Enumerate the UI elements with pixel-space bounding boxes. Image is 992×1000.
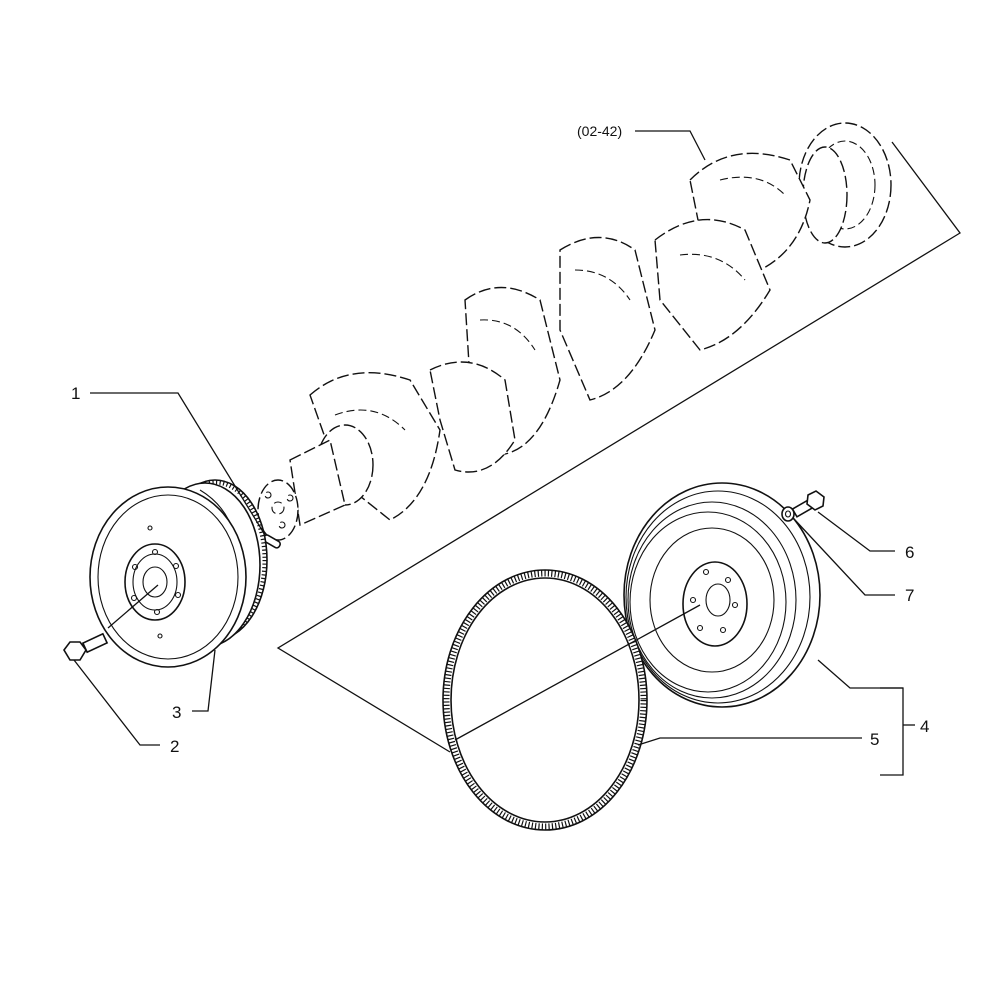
crankshaft — [257, 122, 892, 541]
reference-label: (02-42) — [577, 123, 622, 139]
leader-3 — [192, 649, 216, 712]
leader-7 — [794, 519, 895, 596]
flywheel — [623, 482, 821, 708]
crank-web-3 — [559, 236, 656, 401]
callout-4: 4 — [920, 717, 929, 736]
assembly-outline — [276, 141, 961, 753]
leader-lines — [73, 392, 915, 776]
leader-6 — [817, 511, 895, 552]
leader-2 — [73, 659, 160, 746]
callout-7: 7 — [905, 586, 914, 605]
crank-web-2 — [654, 218, 771, 351]
ring-gear — [442, 569, 648, 831]
vibration-damper-pulley — [89, 479, 268, 668]
leader-1 — [90, 392, 266, 536]
axis-lines — [107, 584, 701, 741]
callout-5: 5 — [870, 730, 879, 749]
crank-snout — [257, 424, 374, 541]
callout-6: 6 — [905, 543, 914, 562]
callout-2: 2 — [170, 737, 179, 756]
callout-1: 1 — [71, 384, 80, 403]
crank-web-5 — [429, 361, 516, 473]
flywheel-bolt — [791, 490, 825, 518]
crank-web-6 — [309, 372, 441, 521]
leader-flywheel — [817, 659, 903, 689]
callout-3: 3 — [172, 703, 181, 722]
leader-5 — [637, 737, 862, 746]
callout-labels: 1 2 3 4 5 6 7 — [71, 384, 929, 756]
damper-bolt — [63, 632, 109, 661]
washer — [781, 506, 795, 522]
bracket-4 — [880, 687, 904, 776]
reference-callout: (02-42) — [577, 123, 706, 161]
